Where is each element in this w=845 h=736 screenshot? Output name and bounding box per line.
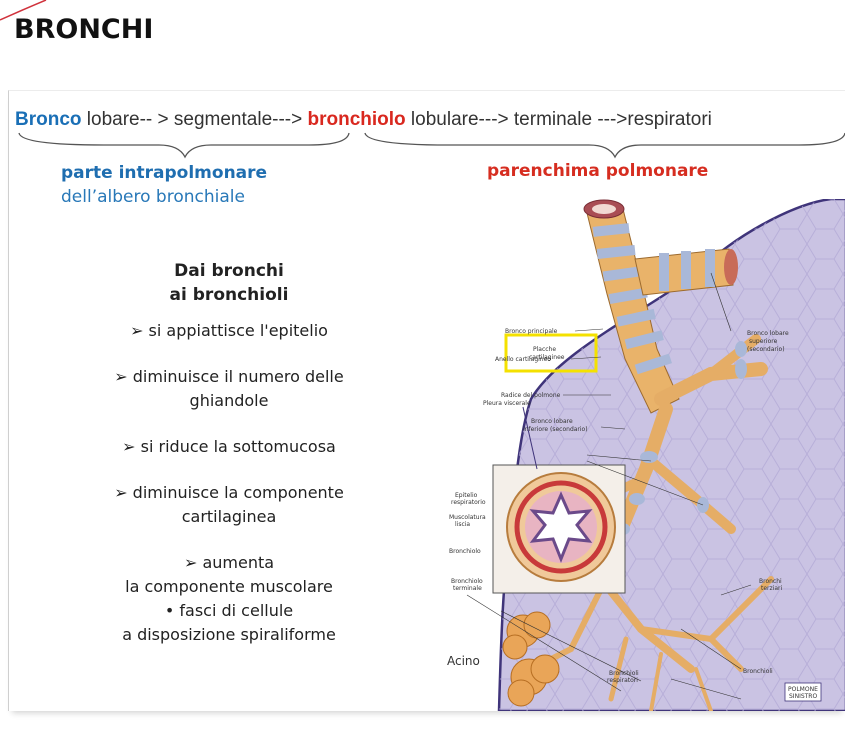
change-muscle-line1: ➢ aumenta: [183, 553, 275, 572]
change-glands: ➢ diminuisce il numero delle ghiandole: [79, 365, 379, 413]
change-epithelium: ➢ si appiattisce l'epitelio: [130, 321, 328, 340]
grouping-braces: [18, 132, 845, 159]
corner-accent-mark: [0, 0, 47, 21]
bronco-sequence: lobare-- > segmentale--->: [81, 109, 308, 130]
bronchiolo-term: bronchiolo: [307, 109, 406, 130]
change-muscle: ➢ aumenta la componente muscolare • fasc…: [79, 551, 379, 647]
change-cartilage: ➢ diminuisce la componente cartilaginea: [79, 481, 379, 529]
change-muscle-line2: la componente muscolare: [125, 577, 333, 596]
changes-heading: Dai bronchi ai bronchioli: [79, 259, 379, 307]
label-cartilage-plates-1: Placche: [533, 346, 556, 353]
label-upper-lobar-2: superiore: [749, 338, 778, 345]
label-acinus: Acino: [447, 654, 480, 668]
change-submucosa: ➢ si riduce la sottomucosa: [122, 437, 336, 456]
label-tertiary-2: terziari: [761, 585, 782, 592]
intrapulmonary-caption: parte intrapolmonare dell’albero bronchi…: [61, 161, 311, 209]
bronco-term: Bronco: [15, 109, 82, 130]
label-epithelium-2: respiratorio: [451, 499, 486, 506]
change-muscle-line4: a disposizione spiraliforme: [122, 625, 336, 644]
label-smooth-muscle-1: Muscolatura: [449, 514, 486, 521]
change-cartilage-line2: cartilaginea: [181, 507, 277, 526]
left-lung-tag: POLMONE SINISTRO: [784, 682, 822, 702]
main-bronchus: [583, 199, 680, 414]
bronchial-tree-illustration: Bronco principale Anello cartilagineo Ra…: [447, 199, 845, 711]
change-muscle-line3: • fasci di cellule: [164, 601, 294, 620]
highlight-box: [504, 333, 598, 373]
label-upper-lobar-3: (secondario): [747, 346, 785, 353]
label-main-bronchus: Bronco principale: [505, 328, 558, 335]
label-terminal-2: terminale: [453, 585, 482, 592]
label-bronchiole: Bronchiolo: [449, 548, 481, 555]
intrapulmonary-caption-normal: dell’albero bronchiale: [61, 187, 245, 207]
parenchyma-caption: parenchima polmonare: [487, 161, 709, 181]
left-lung-tag-2: SINISTRO: [789, 693, 817, 700]
bronchiole-cross-section: [492, 464, 626, 594]
label-upper-lobar-1: Bronco lobare: [747, 330, 789, 337]
slide: Bronco lobare-- > segmentale---> bronchi…: [8, 90, 845, 711]
change-cartilage-line1: ➢ diminuisce la componente: [114, 483, 344, 502]
label-lower-lobar-1: Bronco lobare: [531, 418, 573, 425]
upper-lobar-bronchus: [634, 248, 738, 296]
change-glands-line1: ➢ diminuisce il numero delle: [114, 367, 344, 386]
change-glands-line2: ghiandole: [189, 391, 269, 410]
page-title: BRONCHI: [14, 14, 154, 45]
intrapulmonary-caption-bold: parte intrapolmonare: [61, 163, 268, 183]
changes-list: Dai bronchi ai bronchioli ➢ si appiattis…: [79, 259, 379, 647]
label-smooth-muscle-2: liscia: [455, 521, 470, 528]
label-terminal-1: Bronchiolo: [451, 578, 483, 585]
bronchiolo-sequence: lobulare---> terminale --->respiratori: [405, 109, 712, 130]
changes-heading-line2: ai bronchioli: [169, 285, 289, 305]
acini: [502, 611, 560, 707]
label-cartilage-ring: Anello cartilagineo: [495, 356, 551, 363]
label-lower-lobar-2: inferiore (secondario): [523, 426, 588, 433]
airway-sequence: Bronco lobare-- > segmentale---> bronchi…: [15, 109, 712, 131]
label-visceral-pleura: Pleura viscerale: [483, 400, 531, 407]
label-cartilage-plates-2: cartilaginee: [529, 354, 565, 361]
label-lung-root: Radice del polmone: [501, 392, 561, 399]
label-bronchioles: Bronchioli: [743, 668, 773, 675]
label-epithelium-1: Epitelio: [455, 492, 478, 499]
left-lung-tag-1: POLMONE: [788, 686, 818, 693]
changes-heading-line1: Dai bronchi: [174, 261, 284, 281]
label-respiratory-1: Bronchioli: [609, 670, 639, 677]
label-tertiary-1: Bronchi: [759, 578, 782, 585]
label-respiratory-2: respiratori: [607, 677, 638, 684]
